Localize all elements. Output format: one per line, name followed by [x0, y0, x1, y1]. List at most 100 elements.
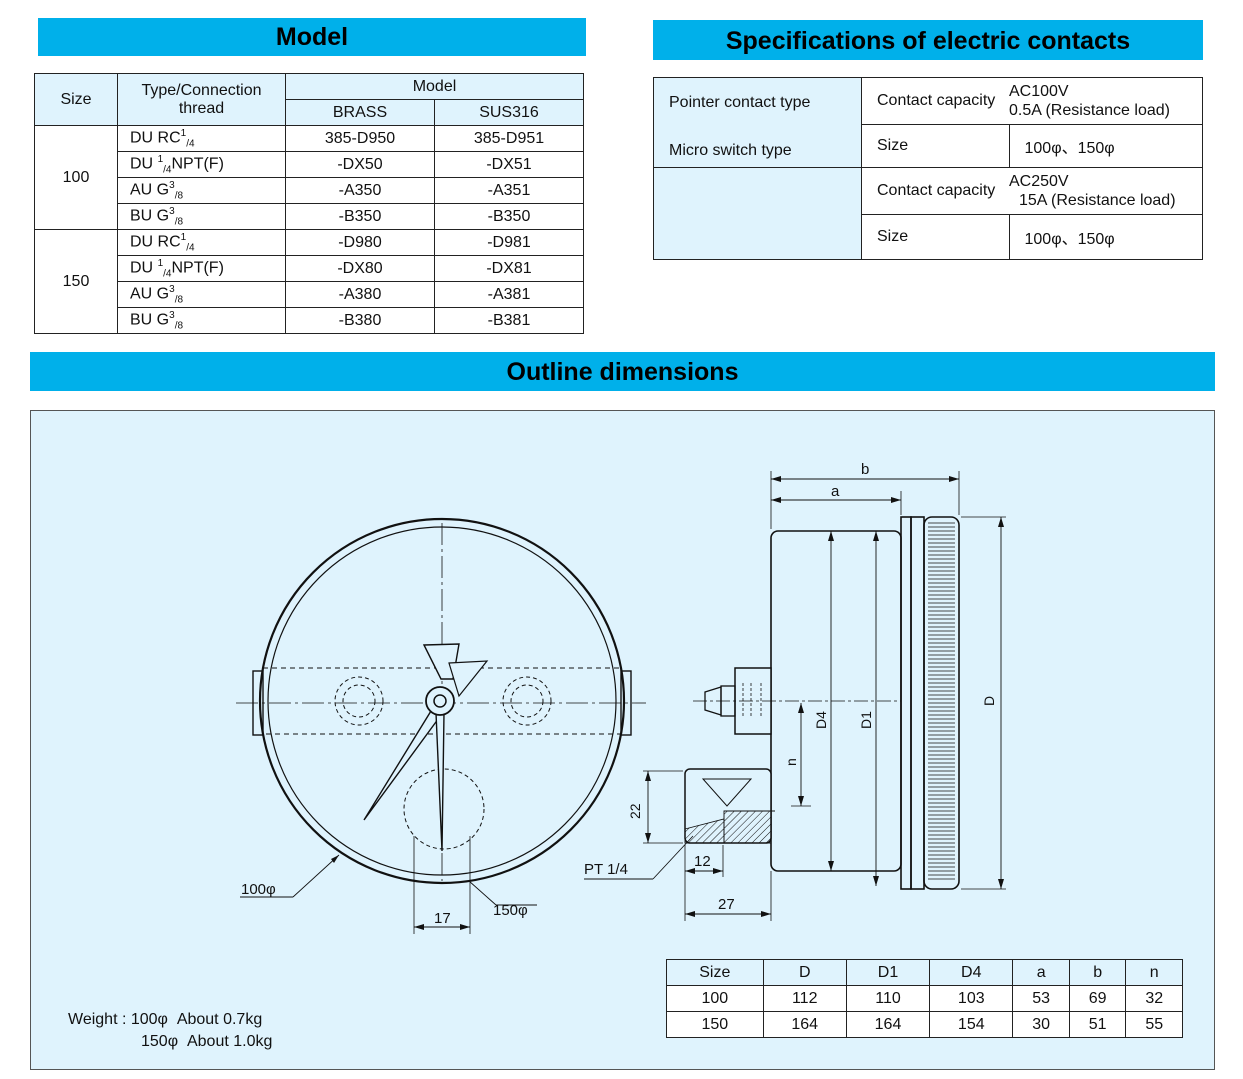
sus-model-cell: -DX51: [434, 151, 584, 178]
weight-label: Weight : 100φ: [68, 1011, 168, 1028]
type-header: Type/Connection thread: [117, 73, 286, 126]
micro-capacity-current: 15A (Resistance load): [1019, 192, 1176, 209]
model-row: AU G3/8-A350-A351: [35, 177, 584, 204]
weight-note: Weight : 100φ About 0.7kg 150φ About 1.0…: [68, 1009, 272, 1053]
type-cell: DU RC1/4: [117, 229, 286, 256]
pointer-capacity-voltage: AC100V: [1009, 83, 1069, 100]
sus-model-cell: -DX81: [434, 255, 584, 282]
label-D4: D4: [813, 711, 829, 729]
label-D: D: [981, 696, 997, 706]
type-sup: 3: [169, 309, 175, 321]
pointer-size-value: 100φ、150φ: [1008, 124, 1203, 168]
type-sup: 1: [157, 153, 164, 165]
label-12: 12: [694, 853, 711, 870]
type-type: DU RC: [130, 233, 181, 251]
type-cell: AU G3/8: [117, 177, 286, 204]
type-type: BU G: [130, 311, 170, 329]
size-cell: 150: [34, 229, 118, 334]
pointer-capacity-current: 0.5A (Resistance load): [1009, 102, 1170, 119]
type-sup: 3: [169, 283, 175, 295]
dims-header-cell: b: [1068, 959, 1127, 986]
outline-panel: 100φ 150φ 17: [30, 410, 1215, 1070]
label-pt14: PT 1/4: [584, 861, 628, 878]
sus-model-cell: 385-D951: [434, 125, 584, 152]
type-sub: /8: [174, 190, 184, 202]
pointer-capacity-value: AC100V 0.5A (Resistance load): [1009, 77, 1203, 125]
front-view: 100φ 150φ 17: [236, 517, 646, 934]
dims-cell: 110: [845, 985, 931, 1012]
size-header: Size: [34, 73, 118, 126]
model-row: DU 1/4NPT(F)-DX50-DX51: [35, 151, 584, 178]
dims-cell: 69: [1068, 985, 1127, 1012]
model-table: Size Type/Connection thread Model BRASS …: [34, 73, 584, 334]
brass-model-cell: -DX50: [285, 151, 435, 178]
weight-row-100: Weight : 100φ About 0.7kg: [68, 1009, 272, 1031]
outline-drawing: 100φ 150φ 17: [236, 461, 1006, 934]
brass-model-cell: -A350: [285, 177, 435, 204]
label-27: 27: [718, 896, 735, 913]
weight-size-150: 150φ: [141, 1033, 179, 1050]
dims-cell: 112: [762, 985, 847, 1012]
dims-cell: 53: [1012, 985, 1070, 1012]
label-D1: D1: [858, 711, 874, 729]
micro-capacity-label: Contact capacity: [861, 167, 1009, 215]
type-type: BU G: [130, 207, 170, 225]
type-sub: /4: [186, 242, 195, 254]
spec-table: Pointer contact type Micro switch type C…: [653, 77, 1203, 260]
dims-header-cell: Size: [666, 959, 764, 986]
model-row: BU G3/8-B380-B381: [35, 307, 584, 334]
model-row: DU 1/4NPT(F)-DX80-DX81: [35, 255, 584, 282]
label-b: b: [861, 461, 869, 478]
type-cell: AU G3/8: [117, 281, 286, 308]
dims-cell: 164: [762, 1011, 847, 1038]
weight-value-150: About 1.0kg: [186, 1033, 273, 1050]
dims-header-cell: D4: [929, 959, 1014, 986]
type-sup: 3: [169, 205, 175, 217]
label-a: a: [831, 483, 840, 500]
dims-cell: 32: [1125, 985, 1183, 1012]
dims-cell: 55: [1125, 1011, 1183, 1038]
sus-model-cell: -A351: [434, 177, 584, 204]
micro-capacity-value: AC250V 15A (Resistance load): [1009, 167, 1203, 215]
type-sub: /4: [163, 164, 172, 176]
brass-model-cell: 385-D950: [285, 125, 435, 152]
dims-cell: 100: [666, 985, 764, 1012]
label-22: 22: [627, 803, 643, 819]
type-suffix: NPT(F): [171, 259, 224, 277]
pointer-contact-type: Pointer contact type: [669, 94, 811, 111]
dims-cell: 30: [1012, 1011, 1070, 1038]
brass-model-cell: -D980: [285, 229, 435, 256]
dims-header-cell: a: [1012, 959, 1070, 986]
brass-model-cell: -B350: [285, 203, 435, 230]
dims-header-cell: D: [762, 959, 847, 986]
dims-header-cell: D1: [845, 959, 931, 986]
sus-model-cell: -A381: [434, 281, 584, 308]
type-type: DU RC: [130, 129, 181, 147]
type-cell: DU 1/4NPT(F): [117, 255, 286, 282]
pointer-size-label: Size: [861, 124, 1010, 168]
sus-header: SUS316: [434, 99, 584, 126]
micro-size-label: Size: [861, 214, 1010, 260]
micro-empty-cell: [653, 167, 862, 260]
model-row: BU G3/8-B350-B350: [35, 203, 584, 230]
type-type: AU G: [130, 285, 170, 303]
weight-value-100: About 0.7kg: [176, 1011, 263, 1028]
micro-capacity-voltage: AC250V: [1009, 173, 1069, 190]
label-17: 17: [434, 910, 451, 927]
brass-header: BRASS: [285, 99, 435, 126]
brass-model-cell: -B380: [285, 307, 435, 334]
type-sub: /8: [174, 320, 184, 332]
sus-model-cell: -D981: [434, 229, 584, 256]
spec-banner: Specifications of electric contacts: [653, 20, 1203, 60]
type-sub: /4: [186, 138, 195, 150]
dims-cell: 150: [666, 1011, 764, 1038]
type-cell: BU G3/8: [117, 203, 286, 230]
type-type: DU: [130, 155, 158, 173]
dims-cell: 154: [929, 1011, 1014, 1038]
pointer-capacity-label: Contact capacity: [861, 77, 1009, 125]
model-row: AU G3/8-A380-A381: [35, 281, 584, 308]
